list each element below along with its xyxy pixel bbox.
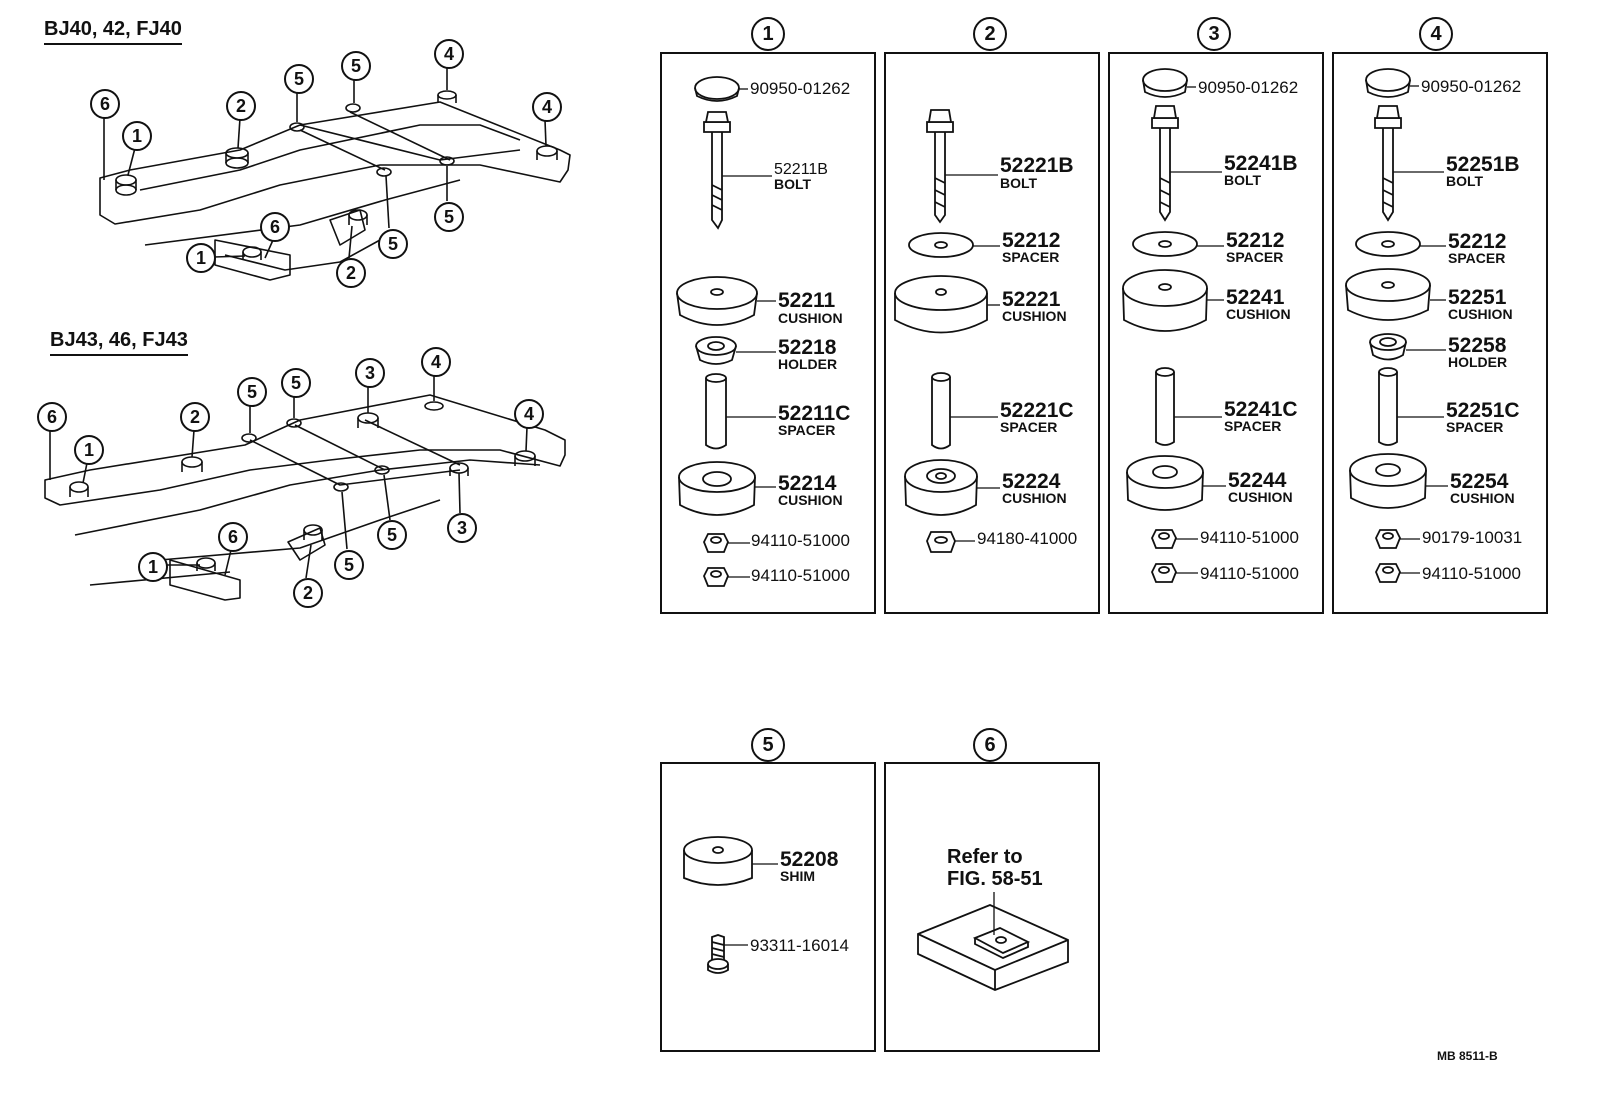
part-number-nut: 94180-41000	[977, 529, 1078, 548]
part-name-shim: SHIM	[780, 868, 815, 884]
callout-1: 1	[138, 552, 168, 582]
callout-4: 4	[532, 92, 562, 122]
part-number-nut: 94110-51000	[1200, 564, 1299, 583]
callout-5: 5	[341, 51, 371, 81]
callout-3: 3	[447, 513, 477, 543]
part-number-spacer: 52211C	[778, 402, 851, 425]
part-number-cushion: 52224	[1002, 470, 1061, 493]
part-number-cushion: 52254	[1450, 470, 1509, 493]
callout-4: 4	[434, 39, 464, 69]
callout-6: 6	[90, 89, 120, 119]
part-name-bolt: BOLT	[1446, 173, 1484, 189]
part-name-cushion: CUSHION	[1228, 489, 1293, 505]
callout-1: 1	[186, 243, 216, 273]
part-name-bolt: BOLT	[1224, 172, 1262, 188]
part-number-nut: 90179-10031	[1422, 528, 1523, 547]
part-name-cushion: CUSHION	[1226, 306, 1291, 322]
part-name-cushion: CUSHION	[1448, 306, 1513, 322]
callout-4: 4	[421, 347, 451, 377]
part-name-cushion: CUSHION	[778, 492, 843, 508]
callout-5: 5	[237, 377, 267, 407]
part-name-bolt: BOLT	[1000, 175, 1038, 191]
panel-1	[660, 52, 876, 614]
callout-5: 5	[378, 229, 408, 259]
part-number-cushion: 52241	[1226, 286, 1285, 309]
callout-5: 5	[334, 550, 364, 580]
panel-2	[884, 52, 1100, 614]
part-number-holder: 52258	[1448, 334, 1507, 357]
callout-2: 2	[226, 91, 256, 121]
part-name-spacer: SPACER	[1226, 249, 1284, 265]
column-header-1: 1	[751, 17, 785, 51]
part-name-spacer: SPACER	[1446, 419, 1504, 435]
column-header-2: 2	[973, 17, 1007, 51]
reference-note: Refer to	[947, 846, 1023, 868]
callout-6: 6	[37, 402, 67, 432]
part-number-cushion: 52211	[778, 289, 836, 312]
part-number-nut: 94110-51000	[751, 566, 850, 585]
callout-5: 5	[284, 64, 314, 94]
part-number-screw: 93311-16014	[750, 936, 849, 955]
part-number-bolt: 52251B	[1446, 153, 1520, 176]
part-number-holder: 52218	[778, 336, 837, 359]
panel-3	[1108, 52, 1324, 614]
callout-2: 2	[293, 578, 323, 608]
column-header-5: 5	[751, 728, 785, 762]
part-number-cap: 90950-01262	[1198, 78, 1299, 97]
part-number-spacer: 52221C	[1000, 399, 1074, 422]
part-number-spacer: 52251C	[1446, 399, 1520, 422]
part-number-shim: 52208	[780, 848, 839, 871]
part-name-spacer: SPACER	[1448, 250, 1506, 266]
callout-6: 6	[260, 212, 290, 242]
part-name-spacer: SPACER	[778, 422, 836, 438]
section-title-bj43: BJ43, 46, FJ43	[50, 329, 188, 356]
part-number-cushion: 52221	[1002, 288, 1061, 311]
part-number-spacer: 52212	[1448, 230, 1507, 253]
section-title-bj40: BJ40, 42, FJ40	[44, 18, 182, 45]
callout-6: 6	[218, 522, 248, 552]
callout-5: 5	[434, 202, 464, 232]
part-name-cushion: CUSHION	[778, 310, 843, 326]
part-number-cushion: 52244	[1228, 469, 1287, 492]
part-number-bolt: 52221B	[1000, 154, 1074, 177]
column-header-6: 6	[973, 728, 1007, 762]
callout-2: 2	[180, 402, 210, 432]
part-name-cushion: CUSHION	[1450, 490, 1515, 506]
reference-figure: FIG. 58-51	[947, 868, 1043, 890]
part-name-spacer: SPACER	[1000, 419, 1058, 435]
part-number-cap: 90950-01262	[1421, 77, 1522, 96]
figure-code: MB 8511-B	[1437, 1049, 1498, 1063]
column-header-4: 4	[1419, 17, 1453, 51]
part-number-cap: 90950-01262	[750, 79, 851, 98]
callout-1: 1	[74, 435, 104, 465]
part-name-holder: HOLDER	[1448, 354, 1508, 370]
part-number-spacer: 52212	[1002, 229, 1061, 252]
part-number-spacer: 52241C	[1224, 398, 1298, 421]
callout-5: 5	[281, 368, 311, 398]
part-number-nut: 94110-51000	[1422, 564, 1521, 583]
part-number-cushion: 52214	[778, 472, 837, 495]
panel-4	[1332, 52, 1548, 614]
callout-3: 3	[355, 358, 385, 388]
callout-1: 1	[122, 121, 152, 151]
panel-5	[660, 762, 876, 1052]
part-number-nut: 94110-51000	[1200, 528, 1299, 547]
frame-diagram-drawings	[44, 66, 571, 601]
part-name-bolt: BOLT	[774, 176, 812, 192]
part-number-bolt: 52211B	[774, 161, 828, 178]
part-number-cushion: 52251	[1448, 286, 1507, 309]
part-name-holder: HOLDER	[778, 356, 838, 372]
part-name-cushion: CUSHION	[1002, 308, 1067, 324]
callout-2: 2	[336, 258, 366, 288]
part-number-nut: 94110-51000	[751, 531, 850, 550]
part-name-spacer: SPACER	[1002, 249, 1060, 265]
part-number-spacer: 52212	[1226, 229, 1285, 252]
part-name-spacer: SPACER	[1224, 418, 1282, 434]
column-header-3: 3	[1197, 17, 1231, 51]
part-number-bolt: 52241B	[1224, 152, 1298, 175]
part-name-cushion: CUSHION	[1002, 490, 1067, 506]
callout-4: 4	[514, 399, 544, 429]
callout-5: 5	[377, 520, 407, 550]
